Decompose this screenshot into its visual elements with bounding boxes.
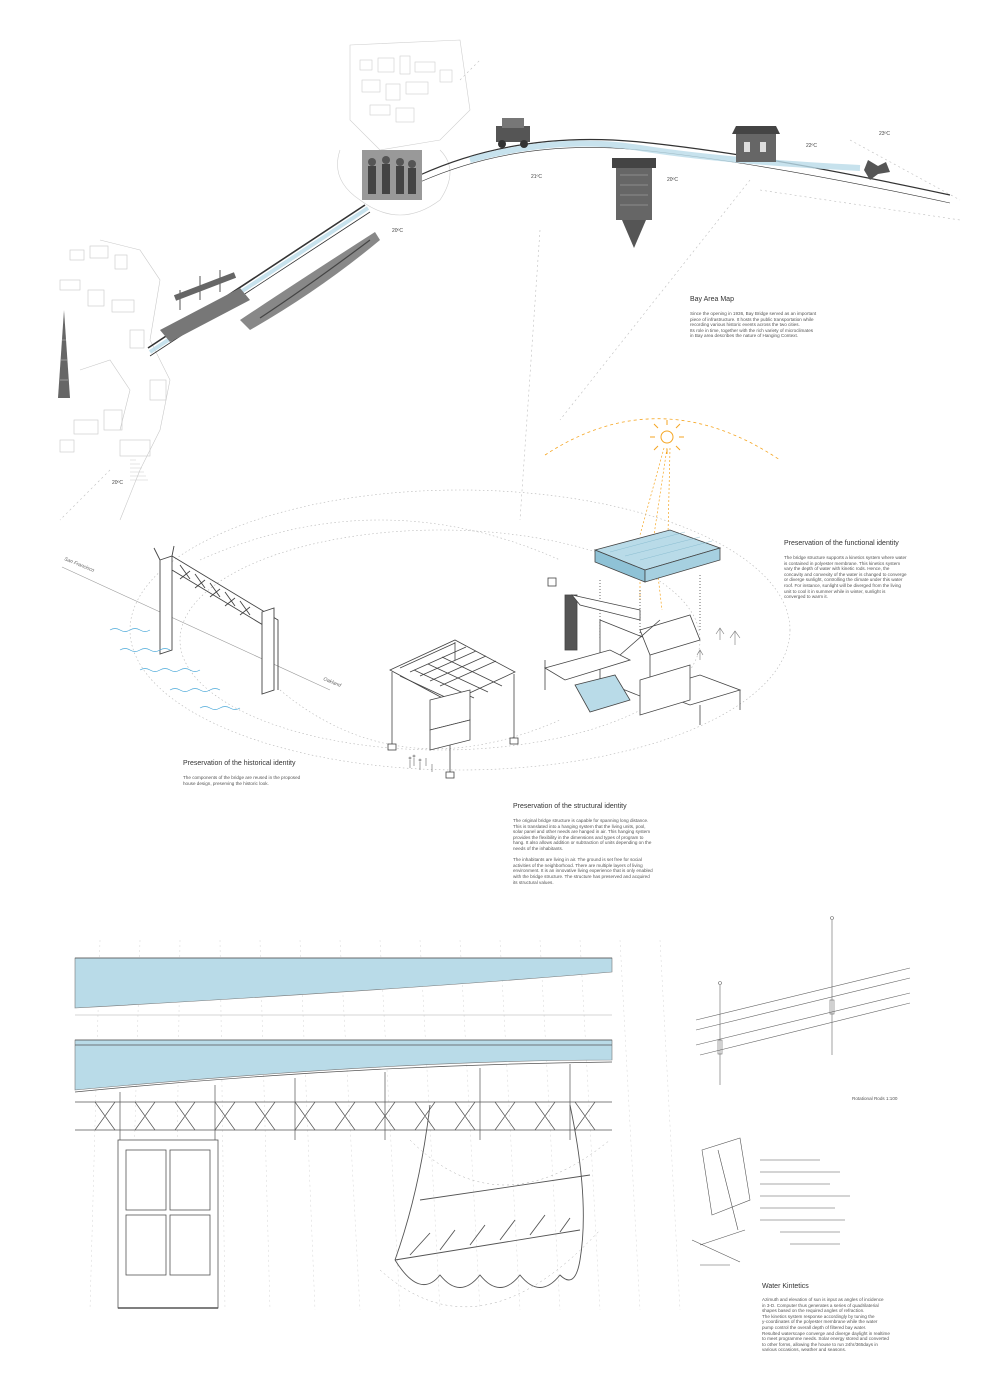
truss-girder xyxy=(75,1064,612,1140)
functional-title: Preservation of the functional identity xyxy=(784,540,899,547)
label-oakland: Oakland xyxy=(322,676,342,689)
trees xyxy=(696,627,741,660)
bay-map-body: Since the opening in 1936, Bay Bridge se… xyxy=(690,311,817,339)
historic-collage-ship xyxy=(160,270,250,342)
functional-unit-model xyxy=(543,575,742,725)
temp-label-east-span: 21ºC xyxy=(531,174,542,180)
preservation-diagram: San Francisco Oakland xyxy=(61,418,791,779)
bridge-truss-section xyxy=(153,545,279,695)
historic-collage-car xyxy=(496,118,530,148)
rotational-rods-caption: Rotational Rods 1:100 xyxy=(852,1096,898,1101)
historic-collage-people xyxy=(362,150,422,200)
hanging-unit-elevation xyxy=(117,1139,219,1309)
historic-collage-wreck xyxy=(240,232,380,330)
temp-label-oakland-east: 23ºC xyxy=(879,131,890,137)
kinetics-section-drawing xyxy=(74,939,681,1311)
label-san-francisco: San Francisco xyxy=(63,556,95,574)
water-kinetics-title: Water Kintetics xyxy=(762,1283,809,1290)
city-grid-left xyxy=(59,239,171,521)
hanging-arch-truss xyxy=(394,1104,591,1288)
people-figures xyxy=(408,754,433,772)
transamerica-pyramid xyxy=(58,310,70,398)
water-waves xyxy=(109,628,241,710)
temp-label-sf: 20ºC xyxy=(112,480,123,486)
bay-area-map: 20ºC 20ºC 21ºC 20ºC 22ºC 23ºC xyxy=(58,39,961,521)
historic-collage-house xyxy=(732,126,780,162)
temp-label-oakland-west: 22ºC xyxy=(806,143,817,149)
functional-body: The bridge structure supports a kinetics… xyxy=(784,555,907,600)
historical-title: Preservation of the historical identity xyxy=(183,760,296,767)
temp-label-island: 20ºC xyxy=(392,228,403,234)
historical-body: The components of the bridge are reused … xyxy=(183,775,301,786)
structural-title: Preservation of the structural identity xyxy=(513,803,627,810)
sun-icon xyxy=(650,420,684,454)
hanging-house-model xyxy=(387,639,519,779)
hand-calculation-sketch xyxy=(691,1137,850,1266)
bay-map-title: Bay Area Map xyxy=(690,296,734,303)
city-grid-top xyxy=(337,39,471,216)
water-roof-assembly xyxy=(593,529,722,583)
temp-label-tower: 20ºC xyxy=(667,177,678,183)
water-kinetics-body: Azimuth and elevation of sun is input as… xyxy=(762,1297,890,1353)
rotational-rods-drawing xyxy=(695,916,911,1085)
structural-body: The original bridge structure is capable… xyxy=(513,818,653,885)
historic-collage-tower xyxy=(612,158,656,248)
historic-collage-figure xyxy=(864,160,890,180)
